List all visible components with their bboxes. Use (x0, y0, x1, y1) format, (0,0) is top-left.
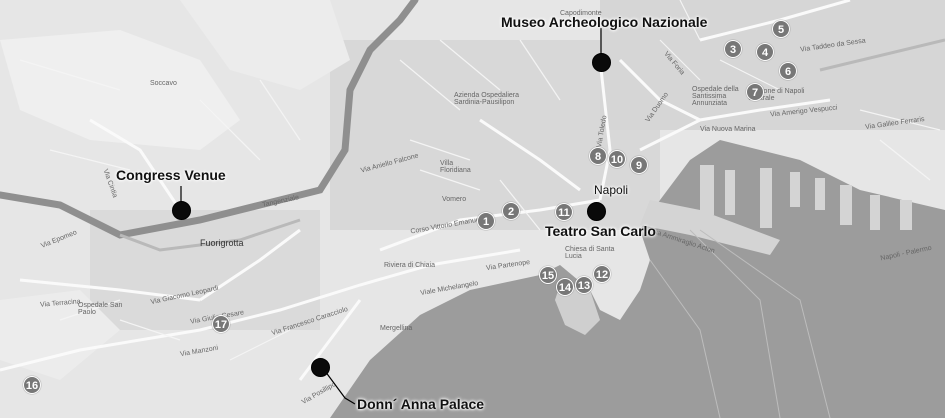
street-label-capodimonte: Capodimonte (560, 10, 602, 17)
marker-4[interactable]: 4 (756, 43, 774, 61)
marker-5[interactable]: 5 (772, 20, 790, 38)
marker-9[interactable]: 9 (630, 156, 648, 174)
street-label-chiesa: Chiesa di Santa Lucia (565, 246, 615, 260)
marker-8[interactable]: 8 (589, 147, 607, 165)
marker-15[interactable]: 15 (539, 266, 557, 284)
street-label-villa-floridiana: Villa Floridiana (440, 160, 471, 174)
marker-11[interactable]: 11 (555, 203, 573, 221)
street-label-fuorigrotta: Fuorigrotta (200, 238, 244, 248)
label-donn-anna: Donn´ Anna Palace (357, 396, 485, 412)
marker-14[interactable]: 14 (556, 278, 574, 296)
marker-10[interactable]: 10 (608, 150, 626, 168)
label-museo: Museo Archeologico Nazionale (501, 14, 708, 30)
street-label-via-nuova-marina: Via Nuova Marina (700, 126, 756, 133)
marker-2[interactable]: 2 (502, 202, 520, 220)
label-congress-venue: Congress Venue (116, 167, 226, 183)
museo-dot[interactable] (592, 53, 611, 72)
street-label-stazione: Stazione di Napoli Centrale (748, 88, 805, 102)
street-label-riviera: Riviera di Chiaia (384, 262, 435, 269)
label-napoli: Napoli (594, 183, 629, 197)
label-teatro: Teatro San Carlo (545, 223, 656, 239)
marker-1[interactable]: 1 (477, 212, 495, 230)
street-label-vomero: Vomero (442, 196, 467, 203)
marker-7[interactable]: 7 (746, 83, 764, 101)
congress-venue-dot[interactable] (172, 201, 191, 220)
marker-3[interactable]: 3 (724, 40, 742, 58)
marker-13[interactable]: 13 (575, 276, 593, 294)
marker-16[interactable]: 16 (23, 376, 41, 394)
teatro-dot[interactable] (587, 202, 606, 221)
marker-17[interactable]: 17 (212, 315, 230, 333)
street-label-ospedale-annunziata: Ospedale della Santissima Annunziata (692, 86, 739, 107)
marker-6[interactable]: 6 (779, 62, 797, 80)
street-label-mergellina: Mergellina (380, 325, 413, 332)
street-label-soccavo: Soccavo (150, 80, 177, 87)
marker-12[interactable]: 12 (593, 265, 611, 283)
street-label-azienda: Azienda Ospedaliera Sardinia-Pausilipon (454, 92, 519, 106)
donn-anna-dot[interactable] (311, 358, 330, 377)
street-label-ospedale: Ospedale San Paolo (78, 302, 123, 316)
